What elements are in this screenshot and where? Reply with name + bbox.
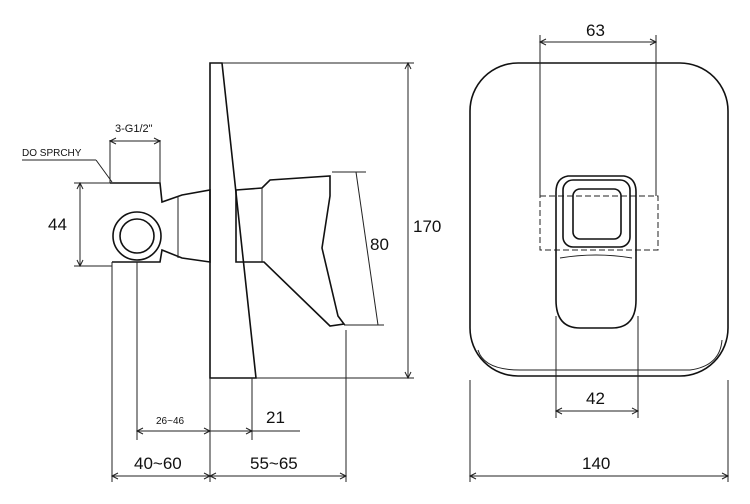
side-bottom-dimensions: 26~46 21 40~60 55~65	[110, 262, 348, 482]
plate-height-dimension: 170	[222, 61, 441, 380]
wall-range-large-label: 40~60	[134, 454, 182, 473]
outlet-leader: DO SPRCHY	[22, 148, 113, 183]
wall-plate-side	[209, 62, 257, 379]
handle-front-curve	[559, 254, 633, 259]
cartridge-cap-inner	[572, 188, 622, 240]
outlet-ring-outer	[112, 211, 162, 261]
plate-height-label: 170	[413, 217, 441, 236]
lever-handle-side	[235, 175, 346, 327]
handle-projection-label: 55~65	[250, 454, 298, 473]
thread-dimension: 3-G1/2"	[108, 123, 162, 183]
body-height-label: 44	[48, 215, 67, 234]
wall-range-small-label: 26~46	[156, 416, 185, 427]
body-height-dimension: 44	[48, 181, 112, 268]
cover-plate-outer	[469, 62, 729, 377]
front-view	[469, 62, 729, 377]
outlet-ring-inner	[119, 218, 155, 254]
side-view	[110, 62, 346, 379]
plate-width-label: 140	[582, 454, 610, 473]
cover-bottom-width-dimension: 42	[554, 316, 640, 418]
thread-label: 3-G1/2"	[115, 123, 153, 135]
cover-plate-inner-edge	[477, 339, 723, 371]
cover-bottom-width-label: 42	[586, 389, 605, 408]
cover-top-width-dimension: 63	[538, 21, 658, 196]
outlet-label: DO SPRCHY	[22, 148, 82, 159]
handle-offset-label: 21	[266, 408, 285, 427]
cartridge-cap-outer	[562, 179, 631, 248]
cover-top-width-label: 63	[586, 21, 605, 40]
plate-width-dimension: 140	[468, 380, 730, 482]
handle-depth-label: 80	[370, 235, 389, 254]
handle-depth-dimension: 80	[332, 171, 389, 326]
valve-body-hidden	[539, 195, 659, 251]
mixer-body-side	[110, 182, 211, 263]
lever-handle-front	[555, 175, 637, 329]
